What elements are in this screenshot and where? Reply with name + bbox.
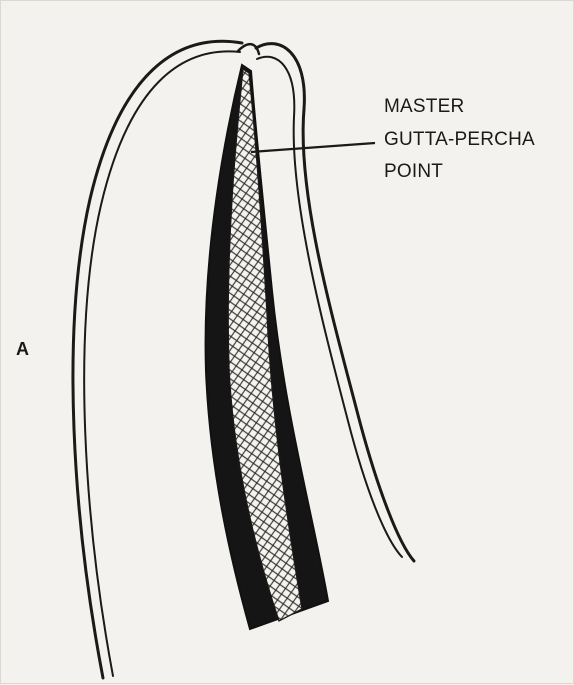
- callout-label-line-3: POINT: [384, 162, 443, 181]
- callout-label-line-2: GUTTA-PERCHA: [384, 130, 535, 149]
- callout-leader-line: [251, 143, 375, 152]
- panel-letter: A: [16, 340, 29, 358]
- callout-label-line-1: MASTER: [384, 97, 464, 116]
- root-apex: [238, 44, 259, 54]
